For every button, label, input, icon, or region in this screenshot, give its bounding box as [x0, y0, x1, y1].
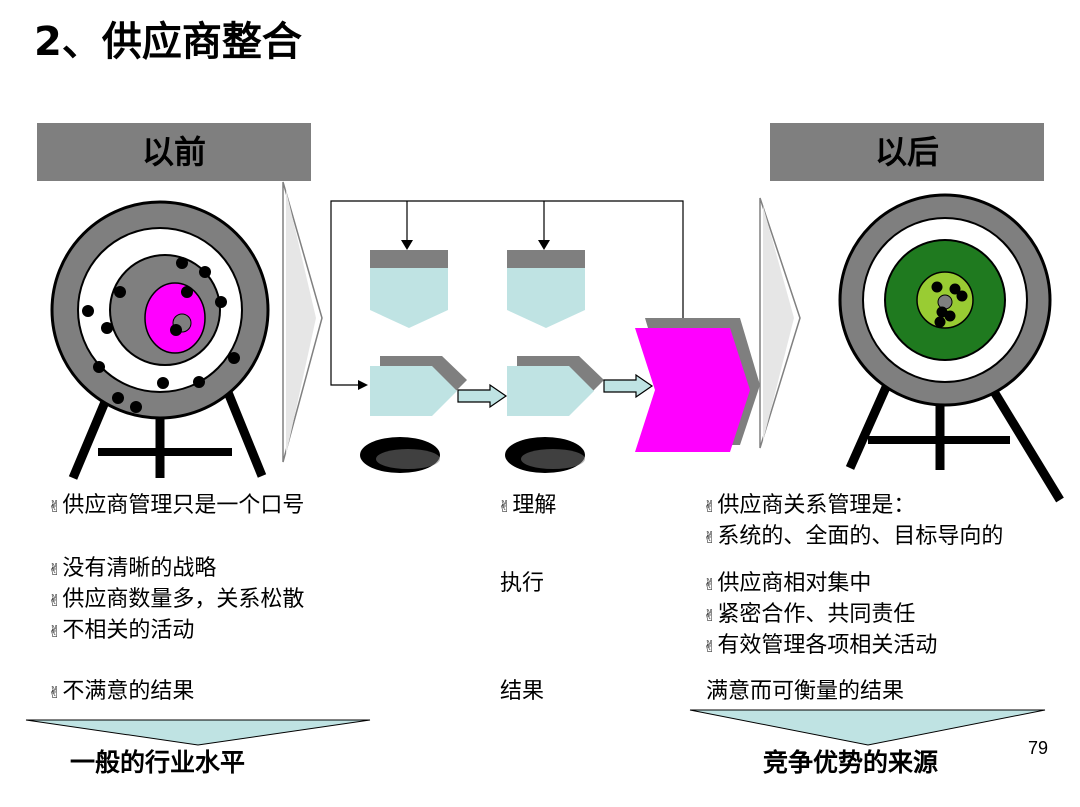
hit-dot — [181, 286, 193, 298]
page-title: 2、供应商整合 — [34, 14, 302, 70]
hit-dot — [176, 257, 188, 269]
input-block-1 — [370, 250, 448, 328]
hit-dot — [93, 361, 105, 373]
hit-dot — [101, 322, 113, 334]
hit-dot — [130, 401, 142, 413]
after-item: ✌系统的、全面的、目标导向的 — [703, 522, 1003, 553]
hit-dot — [957, 291, 968, 302]
before-item: ✌不满意的结果 — [48, 677, 194, 708]
victory-hand-icon: ✌ — [703, 528, 716, 547]
after-target — [840, 195, 1060, 500]
after-footer-triangle — [690, 710, 1045, 745]
after-item: ✌供应商相对集中 — [703, 569, 871, 600]
hit-dot — [193, 376, 205, 388]
hit-dot — [170, 324, 182, 336]
before-footer: 一般的行业水平 — [70, 747, 245, 779]
victory-hand-icon: ✌ — [703, 606, 716, 625]
hit-dot — [215, 296, 227, 308]
hit-dot — [199, 266, 211, 278]
before-item: ✌供应商管理只是一个口号 — [48, 491, 304, 522]
after-item: ✌供应商关系管理是： — [703, 491, 915, 522]
before-footer-triangle — [26, 720, 370, 745]
before-item: ✌没有清晰的战略 — [48, 554, 216, 585]
hit-dot — [945, 311, 956, 322]
victory-hand-icon: ✌ — [703, 637, 716, 656]
result-chevron — [635, 318, 760, 452]
before-item: ✌供应商数量多，关系松散 — [48, 585, 304, 616]
hit-dot — [114, 286, 126, 298]
victory-hand-icon: ✌ — [703, 575, 716, 594]
victory-hand-icon: ✌ — [48, 683, 61, 702]
hit-dot — [935, 317, 946, 328]
target-leg — [850, 385, 887, 468]
before-item: ✌不相关的活动 — [48, 616, 194, 647]
hit-dot — [157, 377, 169, 389]
target-leg — [225, 385, 262, 476]
before-target — [52, 202, 268, 478]
before-header: 以前 — [37, 123, 311, 181]
hit-dot — [112, 392, 124, 404]
victory-hand-icon: ✌ — [703, 497, 716, 516]
chevron-step-2 — [507, 356, 604, 416]
victory-hand-icon: ✌ — [498, 497, 511, 516]
hit-dot — [228, 352, 240, 364]
middle-item-result: 结果 — [500, 677, 544, 707]
hit-dot — [82, 305, 94, 317]
victory-hand-icon: ✌ — [48, 591, 61, 610]
victory-hand-icon: ✌ — [48, 622, 61, 641]
small-flow-arrow-1 — [458, 385, 506, 407]
small-flow-arrow-2 — [604, 375, 652, 397]
victory-hand-icon: ✌ — [48, 560, 61, 579]
after-header: 以后 — [770, 123, 1044, 181]
after-result: 满意而可衡量的结果 — [706, 677, 904, 707]
chevron-step-1 — [370, 356, 467, 416]
after-item: ✌紧密合作、共同责任 — [703, 600, 915, 631]
middle-item-understand: ✌理解 — [498, 491, 556, 522]
middle-item-execute: 执行 — [500, 569, 544, 599]
page-number: 79 — [1028, 738, 1048, 759]
after-item: ✌有效管理各项相关活动 — [703, 631, 937, 662]
victory-hand-icon: ✌ — [48, 497, 61, 516]
after-footer: 竞争优势的来源 — [763, 747, 938, 779]
input-block-2 — [507, 250, 585, 328]
hit-dot — [932, 282, 943, 293]
